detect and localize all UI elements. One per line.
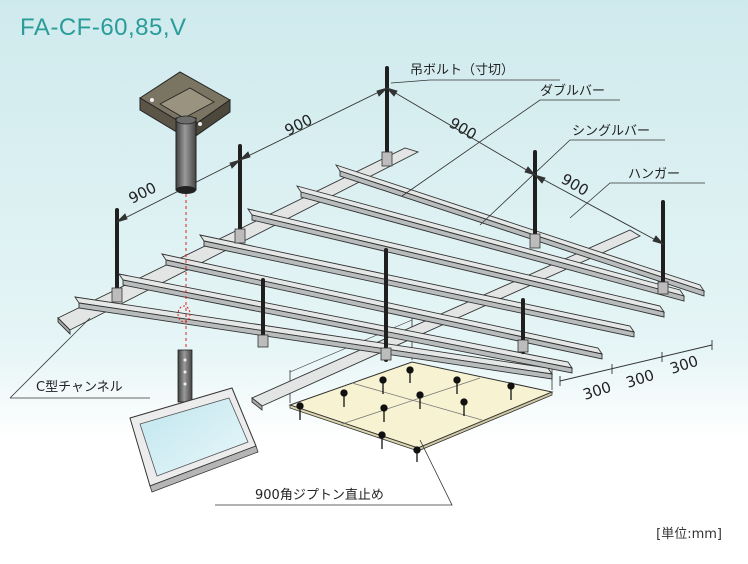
- label-hanger-bolt: 吊ボルト（寸切）: [410, 63, 514, 78]
- component-labels: 吊ボルト（寸切） ダブルバー シングルバー ハンガー C型チャンネル 900角ジ…: [36, 63, 680, 503]
- unit-note: [単位:mm]: [656, 527, 722, 542]
- label-hanger: ハンガー: [628, 167, 680, 182]
- projector-mount: [139, 71, 231, 194]
- hangers: [111, 151, 669, 361]
- dimension-lines: [116, 87, 713, 386]
- gypsum-board: [288, 318, 554, 462]
- label-gypsum-board: 900角ジプトン直止め: [255, 488, 384, 503]
- ceiling-bars: [74, 164, 706, 380]
- hanger-bolts: [115, 66, 665, 362]
- label-double-bar: ダブルバー: [540, 83, 605, 99]
- leader-lines: [9, 79, 705, 506]
- label-c-channel: C型チャンネル: [36, 380, 123, 395]
- label-single-bar: シングルバー: [572, 124, 650, 139]
- mount-alignment-line: [177, 194, 191, 350]
- monitor-assembly: [129, 349, 259, 493]
- page-title: FA-CF-60,85,V: [20, 14, 187, 41]
